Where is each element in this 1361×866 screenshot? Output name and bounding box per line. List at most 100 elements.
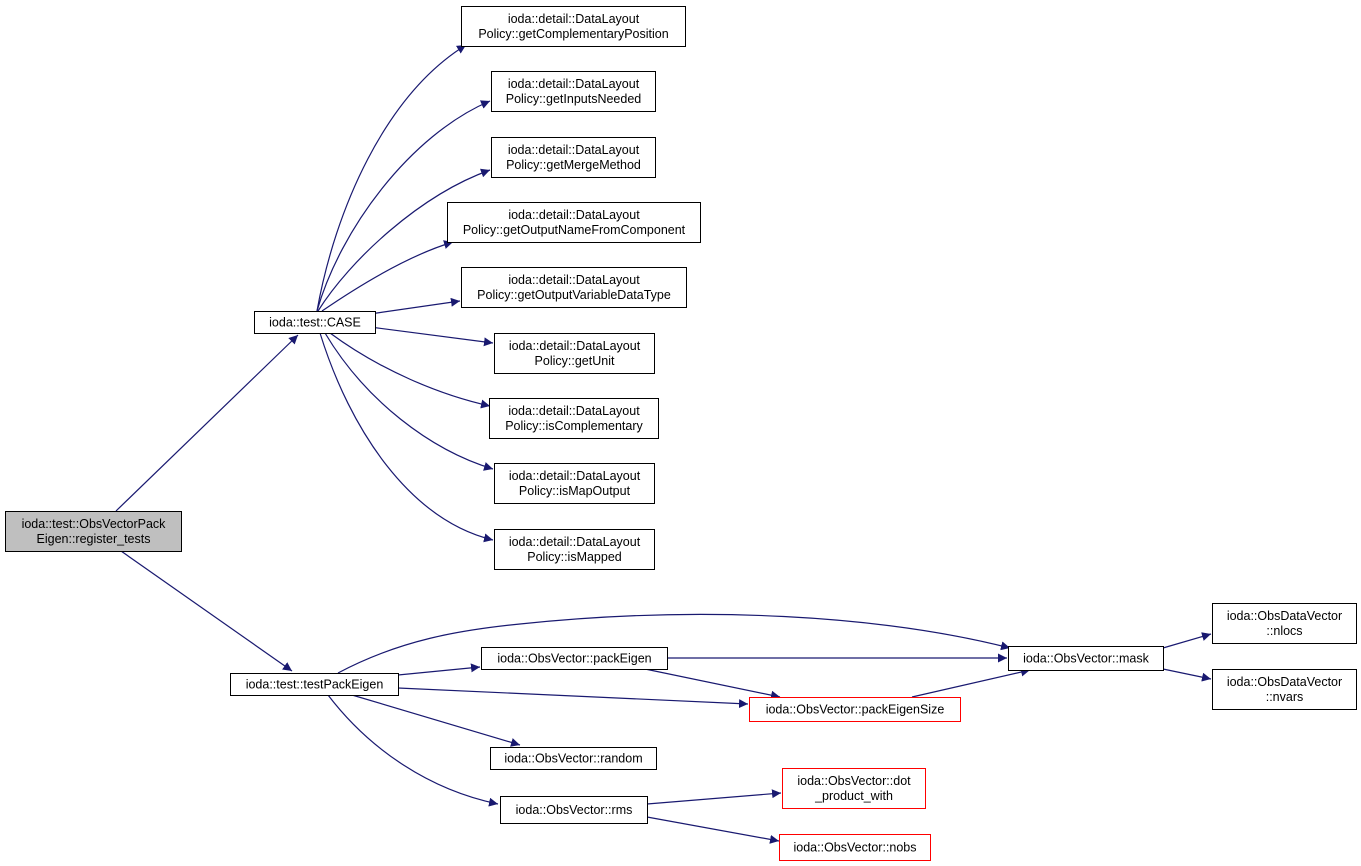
node-label: ioda::detail::DataLayout <box>508 273 640 287</box>
node-box <box>1212 603 1357 644</box>
node-govdt[interactable]: ioda::detail::DataLayoutPolicy::getOutpu… <box>461 267 687 308</box>
node-label: Policy::isComplementary <box>505 419 643 433</box>
node-gonfc[interactable]: ioda::detail::DataLayoutPolicy::getOutpu… <box>447 202 701 243</box>
node-label: ioda::test::testPackEigen <box>246 678 384 692</box>
node-label: ioda::detail::DataLayout <box>509 339 641 353</box>
node-ic[interactable]: ioda::detail::DataLayoutPolicy::isComple… <box>489 398 659 439</box>
edge-case-to-imo <box>324 332 494 471</box>
node-box <box>481 647 668 670</box>
node-label: Policy::getUnit <box>535 354 615 368</box>
node-random[interactable]: ioda::ObsVector::random <box>490 747 657 770</box>
node-label: ::nlocs <box>1266 624 1302 638</box>
edge-root-to-testpack <box>120 550 293 672</box>
node-label: ioda::ObsVector::rms <box>516 803 633 817</box>
edge-testpack-to-mask <box>337 613 1011 674</box>
node-imo[interactable]: ioda::detail::DataLayoutPolicy::isMapOut… <box>494 463 655 504</box>
node-label: Policy::getOutputNameFromComponent <box>463 223 686 237</box>
edge-testpack-to-packeigen <box>397 663 481 676</box>
node-label: ioda::ObsVector::random <box>504 752 642 766</box>
edge-case-to-gu <box>369 326 494 347</box>
edge-case-to-im <box>319 332 494 543</box>
node-box <box>447 202 701 243</box>
node-gin[interactable]: ioda::detail::DataLayoutPolicy::getInput… <box>491 71 656 112</box>
node-label: ioda::detail::DataLayout <box>508 143 640 157</box>
edges <box>115 44 1212 844</box>
edge-case-to-ic <box>329 332 491 409</box>
node-label: ioda::detail::DataLayout <box>508 404 640 418</box>
node-box <box>489 398 659 439</box>
edge-testpack-to-random <box>351 694 521 747</box>
node-packeigen[interactable]: ioda::ObsVector::packEigen <box>481 647 668 670</box>
node-gcp[interactable]: ioda::detail::DataLayoutPolicy::getCompl… <box>461 6 686 47</box>
node-label: Eigen::register_tests <box>37 532 151 546</box>
node-label: Policy::isMapOutput <box>519 484 631 498</box>
node-box <box>491 137 656 178</box>
node-label: _product_with <box>814 789 893 803</box>
node-label: Policy::getComplementaryPosition <box>478 27 668 41</box>
edge-root-to-case <box>115 334 299 512</box>
node-label: ioda::detail::DataLayout <box>508 12 640 26</box>
node-label: ioda::ObsVector::nobs <box>794 841 917 855</box>
node-packsize[interactable]: ioda::ObsVector::packEigenSize <box>749 697 961 722</box>
node-box <box>491 71 656 112</box>
node-box <box>500 796 648 824</box>
node-nlocs[interactable]: ioda::ObsDataVector::nlocs <box>1212 603 1357 644</box>
edge-case-to-gmm <box>317 168 491 312</box>
node-testpack[interactable]: ioda::test::testPackEigen <box>230 673 399 696</box>
edge-packsize-to-mask <box>911 667 1031 698</box>
node-label: ioda::detail::DataLayout <box>508 208 640 222</box>
node-case[interactable]: ioda::test::CASE <box>254 311 376 334</box>
node-label: Policy::getMergeMethod <box>506 158 641 172</box>
node-label: ioda::detail::DataLayout <box>509 535 641 549</box>
edge-mask-to-nlocs <box>1162 632 1212 649</box>
node-box <box>494 529 655 570</box>
node-box <box>782 768 926 809</box>
node-label: ioda::ObsVector::mask <box>1023 652 1150 666</box>
node-label: Policy::getInputsNeeded <box>506 92 642 106</box>
node-rms[interactable]: ioda::ObsVector::rms <box>500 796 648 824</box>
node-label: ioda::test::CASE <box>269 316 361 330</box>
node-box <box>230 673 399 696</box>
node-label: ::nvars <box>1266 690 1304 704</box>
node-box <box>461 6 686 47</box>
node-nvars[interactable]: ioda::ObsDataVector::nvars <box>1212 669 1357 710</box>
node-root[interactable]: ioda::test::ObsVectorPackEigen::register… <box>5 511 182 552</box>
edge-case-to-gcp <box>316 44 467 312</box>
node-box <box>461 267 687 308</box>
node-dot[interactable]: ioda::ObsVector::dot_product_with <box>782 768 926 809</box>
edge-mask-to-nvars <box>1162 668 1212 682</box>
node-label: Policy::getOutputVariableDataType <box>477 288 671 302</box>
edge-case-to-gin <box>316 100 491 312</box>
node-box <box>254 311 376 334</box>
node-box <box>1212 669 1357 710</box>
node-box <box>779 834 931 861</box>
node-box <box>494 463 655 504</box>
node-label: Policy::isMapped <box>527 550 622 564</box>
node-box <box>1008 646 1164 671</box>
node-label: ioda::ObsDataVector <box>1227 609 1342 623</box>
node-gmm[interactable]: ioda::detail::DataLayoutPolicy::getMerge… <box>491 137 656 178</box>
edge-packeigen-to-packsize <box>644 668 781 700</box>
node-label: ioda::detail::DataLayout <box>508 77 640 91</box>
nodes: ioda::test::ObsVectorPackEigen::register… <box>5 6 1357 861</box>
node-label: ioda::ObsVector::dot <box>797 774 911 788</box>
node-label: ioda::ObsVector::packEigenSize <box>766 703 945 717</box>
node-label: ioda::ObsDataVector <box>1227 675 1342 689</box>
node-mask[interactable]: ioda::ObsVector::mask <box>1008 646 1164 671</box>
node-label: ioda::test::ObsVectorPack <box>22 517 167 531</box>
edge-testpack-to-packsize <box>397 687 749 709</box>
node-label: ioda::detail::DataLayout <box>509 469 641 483</box>
node-label: ioda::ObsVector::packEigen <box>497 652 651 666</box>
edge-testpack-to-rms <box>327 694 499 807</box>
edge-rms-to-dot <box>646 789 782 805</box>
edge-rms-to-nobs <box>646 816 780 844</box>
node-box <box>5 511 182 552</box>
node-box <box>490 747 657 770</box>
edge-case-to-gonfc <box>321 240 454 312</box>
node-nobs[interactable]: ioda::ObsVector::nobs <box>779 834 931 861</box>
node-box <box>494 333 655 374</box>
edge-case-to-govdt <box>369 297 461 315</box>
